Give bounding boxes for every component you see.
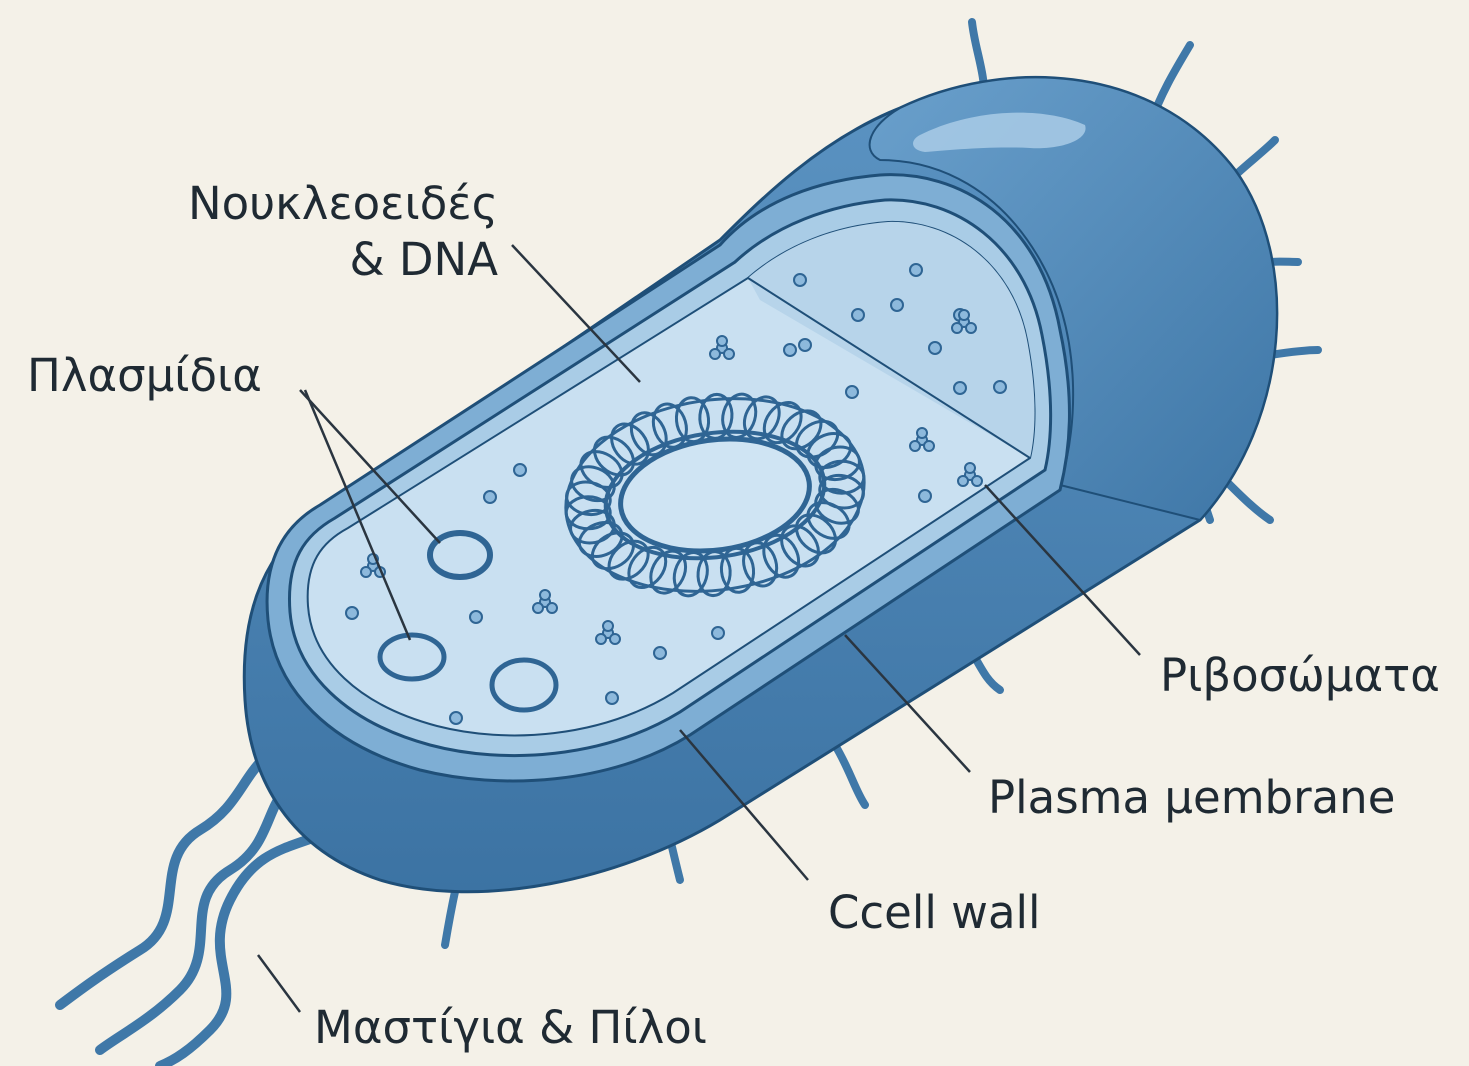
ribosome (484, 491, 496, 503)
ribosome (784, 344, 796, 356)
ribosome (606, 692, 618, 704)
ribosome-cluster (610, 634, 620, 644)
ribosome-cluster (540, 590, 550, 600)
ribosome (346, 607, 358, 619)
ribosome-cluster (724, 349, 734, 359)
ribosome (910, 264, 922, 276)
pilus (1225, 480, 1270, 520)
ribosome-cluster (603, 621, 613, 631)
label-nucleoid-line2: & DNA (148, 232, 498, 288)
ribosome (450, 712, 462, 724)
ribosome (891, 299, 903, 311)
label-plasmids: Πλασμίδια (27, 348, 262, 404)
label-plasma-membrane: Plasma μembrane (988, 770, 1395, 826)
pilus (1270, 350, 1318, 355)
ribosome-cluster (547, 603, 557, 613)
ribosome (799, 339, 811, 351)
ribosome (712, 627, 724, 639)
label-ribosomes: Ριβοσώματα (1160, 648, 1440, 704)
ribosome-cluster (361, 567, 371, 577)
ribosome-cluster (533, 603, 543, 613)
leader-flagella (258, 955, 300, 1012)
ribosome-cluster (959, 310, 969, 320)
ribosome (929, 342, 941, 354)
ribosome-cluster (972, 476, 982, 486)
ribosome (994, 381, 1006, 393)
ribosome-cluster (965, 463, 975, 473)
label-flagella-pili: Μαστίγια & Πίλοι (314, 1000, 707, 1056)
ribosome-cluster (917, 428, 927, 438)
ribosome (954, 382, 966, 394)
pilus (835, 745, 865, 805)
ribosome-cluster (596, 634, 606, 644)
ribosome-cluster (710, 349, 720, 359)
ribosome-cluster (910, 441, 920, 451)
ribosome (919, 490, 931, 502)
ribosome (846, 386, 858, 398)
flagellum-2 (100, 775, 310, 1050)
ribosome-cluster (966, 323, 976, 333)
label-nucleoid-dna: Νουκλεοειδές & DNA (148, 176, 498, 288)
label-cell-wall: Ccell wall (828, 885, 1041, 941)
ribosome-cluster (952, 323, 962, 333)
ribosome-cluster (958, 476, 968, 486)
ribosome (852, 309, 864, 321)
ribosome-cluster (924, 441, 934, 451)
ribosome (514, 464, 526, 476)
ribosome-cluster (717, 336, 727, 346)
ribosome (654, 647, 666, 659)
label-nucleoid-line1: Νουκλεοειδές (148, 176, 498, 232)
ribosome (470, 611, 482, 623)
ribosome (794, 274, 806, 286)
